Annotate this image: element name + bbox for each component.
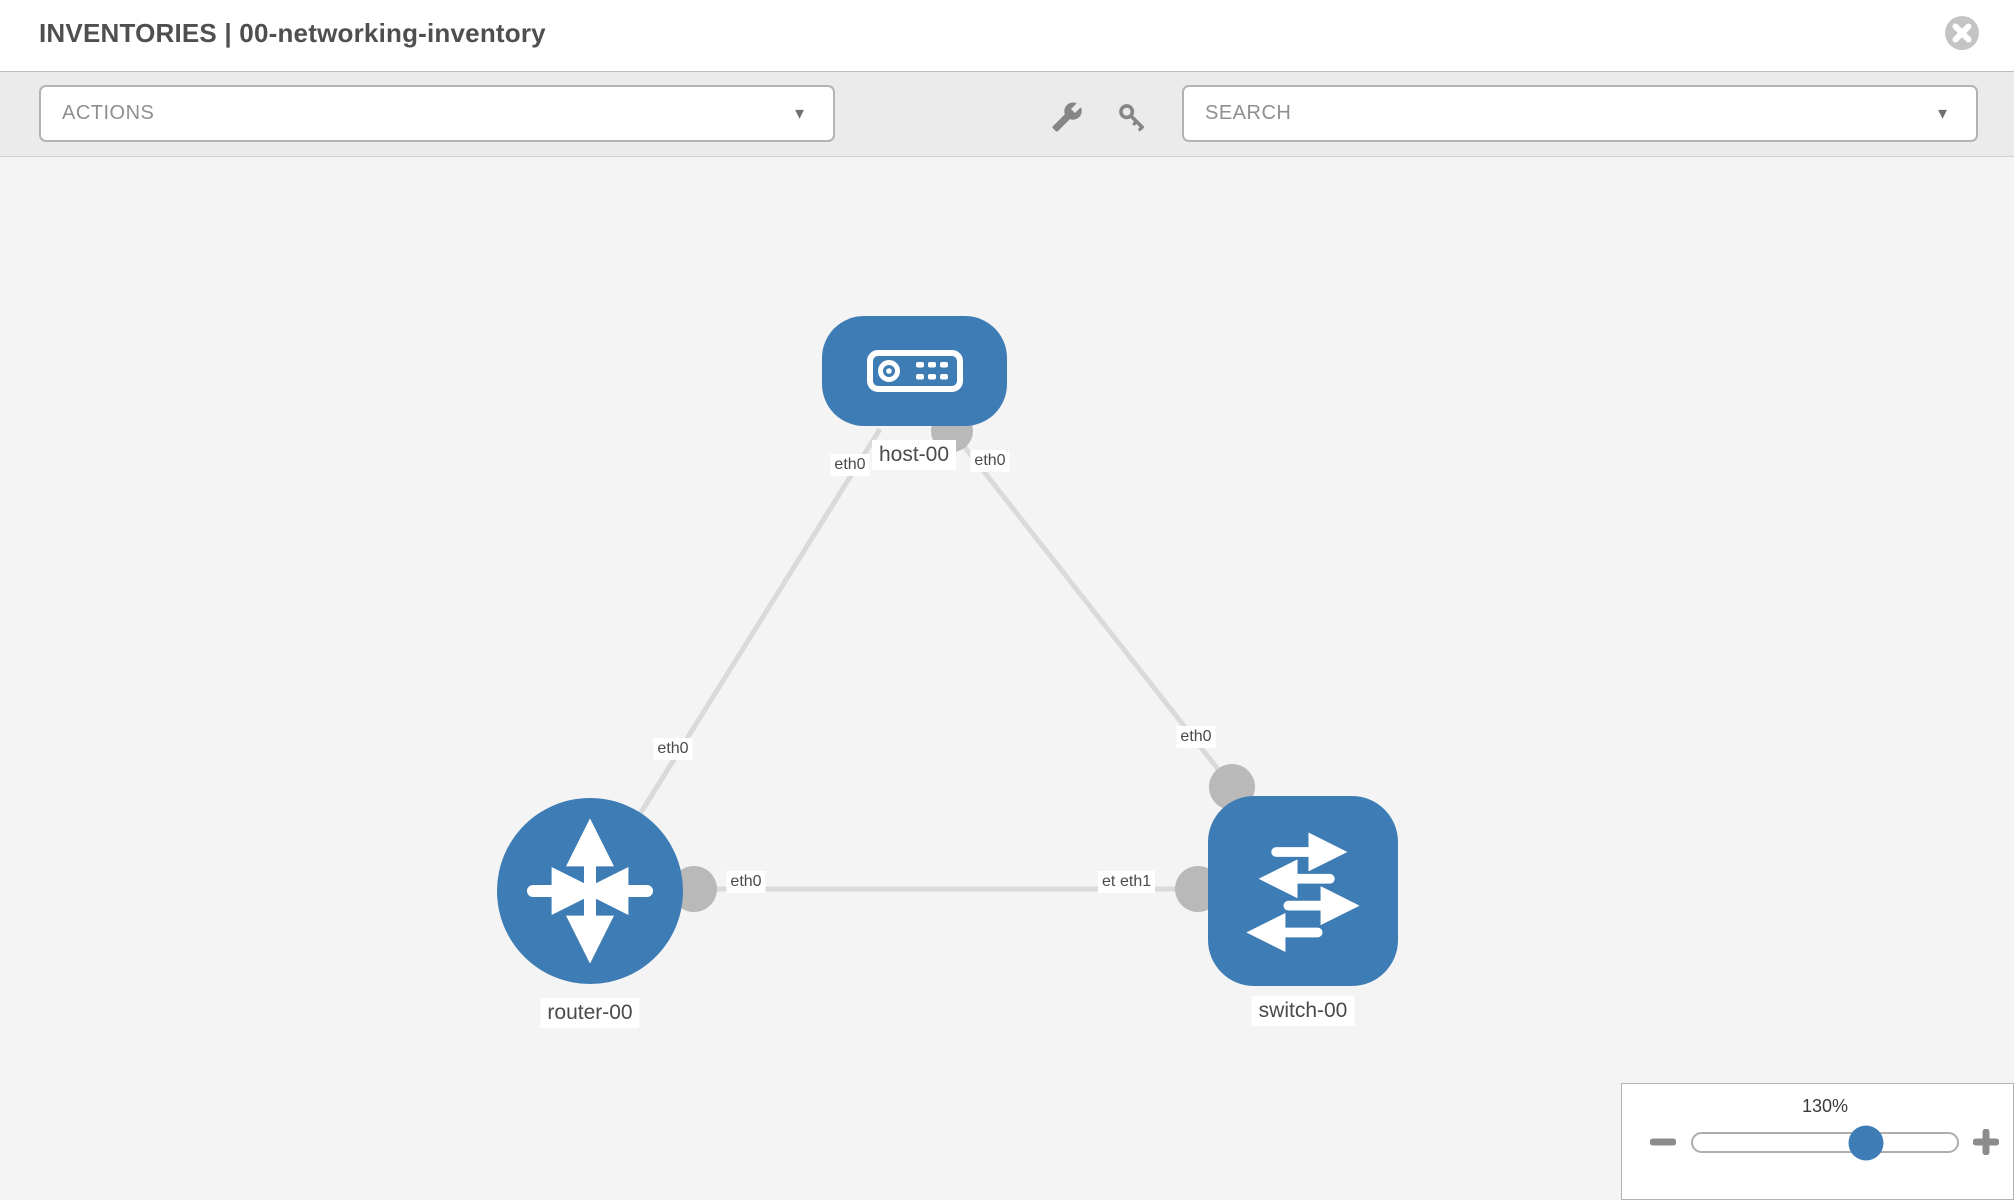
- search-dropdown-value: SEARCH: [1205, 102, 1292, 124]
- iface-label-host-eth0-left: eth0: [830, 454, 870, 476]
- close-icon: [1945, 16, 1979, 50]
- credentials-button[interactable]: [1116, 101, 1148, 133]
- wrench-icon: [1052, 102, 1082, 132]
- node-label-router-00: router-00: [540, 998, 640, 1029]
- zoom-in-button[interactable]: [1972, 1128, 2000, 1156]
- switch-icon: [1246, 832, 1360, 952]
- iface-label-switch-eth1: eth1: [1116, 871, 1156, 893]
- topology-graph: [637, 410, 1255, 912]
- key-icon: [1119, 104, 1144, 132]
- chevron-down-icon: ▼: [1935, 105, 1950, 122]
- iface-label-router-eth0: eth0: [726, 871, 766, 893]
- interface-connectors: [671, 410, 1255, 912]
- minus-icon: [1649, 1138, 1677, 1146]
- toolbar: ACTIONS ▼ SEARCH ▼: [0, 71, 2014, 157]
- header: INVENTORIES | 00-networking-inventory: [0, 0, 2014, 71]
- zoom-level: 130%: [1801, 1096, 1849, 1116]
- configure-tools-button[interactable]: [1051, 101, 1083, 133]
- close-button[interactable]: [1944, 15, 1980, 51]
- page-title: INVENTORIES | 00-networking-inventory: [39, 18, 546, 48]
- node-label-host-00: host-00: [871, 440, 957, 471]
- zoom-slider[interactable]: [1691, 1125, 1959, 1160]
- node-switch-00[interactable]: [1208, 796, 1398, 986]
- node-host-00[interactable]: [822, 316, 1007, 426]
- node-router-00[interactable]: [497, 798, 683, 984]
- actions-dropdown-value: ACTIONS: [62, 102, 155, 124]
- node-label-switch-00: switch-00: [1251, 996, 1355, 1027]
- router-icon: [527, 818, 653, 964]
- zoom-out-button[interactable]: [1649, 1129, 1677, 1155]
- plus-icon: [1972, 1128, 2000, 1156]
- chevron-down-icon: ▼: [792, 105, 807, 122]
- iface-label-host-eth0-right: eth0: [970, 450, 1010, 472]
- topology-canvas[interactable]: host-00 router-00 switch-00 eth0 eth0 et…: [0, 157, 2014, 1200]
- actions-dropdown[interactable]: ACTIONS ▼: [39, 85, 835, 142]
- iface-label-switch-eth0-uplink: eth0: [1176, 726, 1216, 748]
- host-icon: [866, 350, 963, 392]
- zoom-panel: 130%: [1621, 1083, 2014, 1200]
- search-dropdown[interactable]: SEARCH ▼: [1182, 85, 1978, 142]
- iface-label-router-eth0-uplink: eth0: [653, 738, 693, 760]
- graph-links: [637, 427, 1234, 892]
- zoom-slider-thumb[interactable]: [1848, 1125, 1884, 1160]
